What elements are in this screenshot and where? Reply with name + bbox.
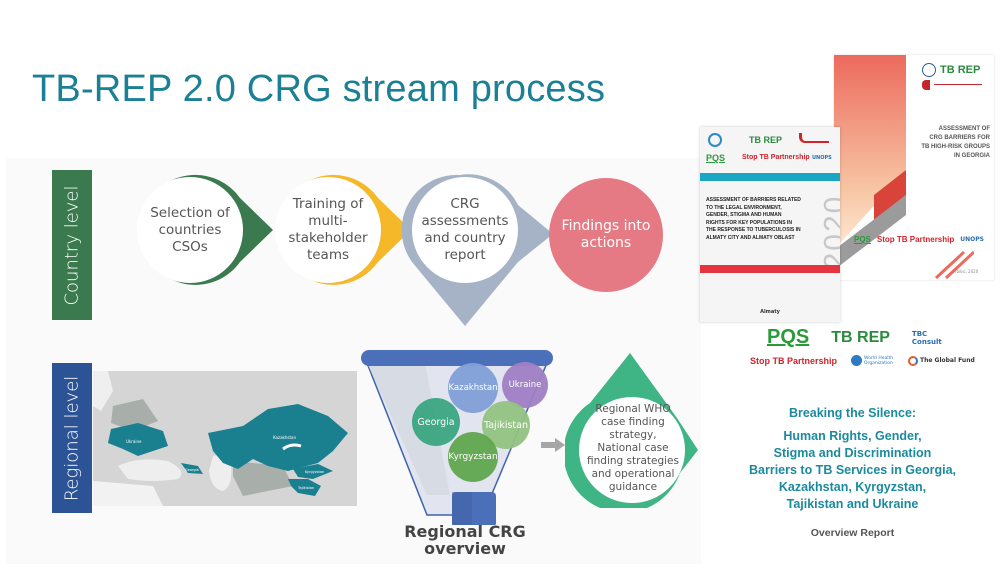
logo-stop-tb-partnership: Stop TB Partnership bbox=[750, 355, 838, 366]
step-shape-training bbox=[275, 174, 411, 285]
country-level-label: Country level bbox=[52, 170, 92, 320]
overview-report-label: Overview Report bbox=[810, 527, 895, 539]
georgia-cover-title: ASSESSMENT OF CRG BARRIERS FOR TB HIGH-R… bbox=[921, 126, 990, 159]
almaty-cover-title: ASSESSMENT OF BARRIERS RELATED TO THE LE… bbox=[706, 197, 801, 241]
bubble-label-kazakhstan: Kazakhstan bbox=[448, 382, 498, 393]
overview-logos-row-1: PQS TB REP TBC Consult bbox=[767, 326, 952, 349]
map-label-georgia: Georgia bbox=[185, 468, 199, 472]
map-country-kyrgyzstan bbox=[293, 464, 333, 479]
overview-heading: Breaking the Silence: bbox=[788, 406, 917, 420]
map-label-ukraine: Ukraine bbox=[126, 439, 142, 444]
report-cover-georgia: TB REP ASSESSMENT OF CRG BARRIERS FOR TB… bbox=[834, 55, 994, 280]
georgia-cover-logos: TB REP bbox=[922, 63, 992, 90]
logo-tb-rep: TB REP bbox=[940, 64, 981, 76]
almaty-cover-logos: TB REP PQS Stop TB Partnership UNOPS bbox=[706, 133, 832, 163]
map-country-tajikistan bbox=[288, 479, 321, 496]
bubble-tajikistan bbox=[482, 401, 530, 449]
map-label-kazakhstan: Kazakhstan bbox=[273, 435, 297, 440]
map-country-kazakhstan bbox=[208, 404, 348, 471]
overview-logos-row-2: Stop TB Partnership World Health Organiz… bbox=[750, 355, 975, 366]
bubble-kazakhstan bbox=[448, 363, 498, 413]
logo-tbc-consult: TBC Consult bbox=[911, 329, 942, 346]
arrow-right-icon bbox=[541, 438, 565, 452]
funnel-rim bbox=[361, 350, 553, 366]
georgia-cover-bottom-logos: PQS Stop TB Partnership UNOPS bbox=[854, 235, 984, 244]
report-cover-almaty: TB REP PQS Stop TB Partnership UNOPS ASS… bbox=[700, 127, 840, 322]
black-sea bbox=[118, 459, 182, 481]
step-shape-assessments bbox=[401, 174, 553, 326]
central-asia-neighbors bbox=[233, 461, 293, 496]
overview-report-caption: Breaking the Silence: Human Rights, Gend… bbox=[745, 405, 960, 513]
bubble-label-georgia: Georgia bbox=[417, 416, 455, 428]
step-shape-selection bbox=[137, 174, 273, 285]
slide-title: TB-REP 2.0 CRG stream process bbox=[32, 68, 606, 110]
belarus bbox=[111, 399, 158, 431]
cover-stripes-icon bbox=[934, 250, 974, 280]
almaty-cover-year: 2020 bbox=[818, 194, 840, 270]
bubble-ukraine bbox=[502, 362, 548, 408]
cover-pattern bbox=[834, 55, 906, 270]
georgia-cover-place-date: Tbilisi, 2020 bbox=[954, 269, 979, 274]
map-label-tajikistan: Tajikistan bbox=[297, 486, 314, 490]
logo-tb-rep: TB REP bbox=[831, 328, 890, 346]
map-country-ukraine bbox=[108, 423, 168, 456]
bubble-label-ukraine: Ukraine bbox=[508, 379, 542, 390]
map-label-kyrgyzstan: Kyrgyzstan bbox=[305, 470, 324, 474]
who-emblem-icon bbox=[851, 355, 863, 366]
global-fund-icon bbox=[908, 355, 919, 366]
georgian-org-logo bbox=[922, 80, 982, 90]
bubble-label-kyrgyzstan: Kyrgyzstan bbox=[448, 451, 498, 462]
almaty-cover-place: Almaty bbox=[760, 309, 780, 315]
funnel-graphic bbox=[361, 350, 553, 525]
bubble-georgia bbox=[412, 398, 460, 446]
regional-map: Ukraine Kazakhstan Georgia Kyrgyzstan Ta… bbox=[93, 371, 357, 506]
logo-pqs: PQS bbox=[767, 326, 810, 348]
cover-cyan-band bbox=[700, 173, 840, 181]
regional-level-label: Regional level bbox=[52, 363, 92, 513]
logo-who: World Health Organization bbox=[851, 355, 894, 366]
youth-logo-icon bbox=[799, 133, 829, 143]
cover-emblem-icon bbox=[922, 63, 936, 77]
cover-emblem-icon bbox=[708, 133, 722, 147]
map-country-georgia bbox=[181, 463, 203, 474]
bubble-label-tajikistan: Tajikistan bbox=[484, 419, 528, 431]
outcome-text: Regional WHO case finding strategy, Nati… bbox=[587, 402, 679, 493]
step-shape-findings bbox=[549, 178, 663, 292]
logo-global-fund: The Global Fund bbox=[908, 355, 975, 366]
cover-red-band bbox=[700, 265, 840, 273]
bubble-kyrgyzstan bbox=[448, 432, 498, 482]
outcome-shape bbox=[565, 353, 698, 508]
overview-subtitle: Human Rights, Gender, Stigma and Discrim… bbox=[748, 429, 957, 511]
